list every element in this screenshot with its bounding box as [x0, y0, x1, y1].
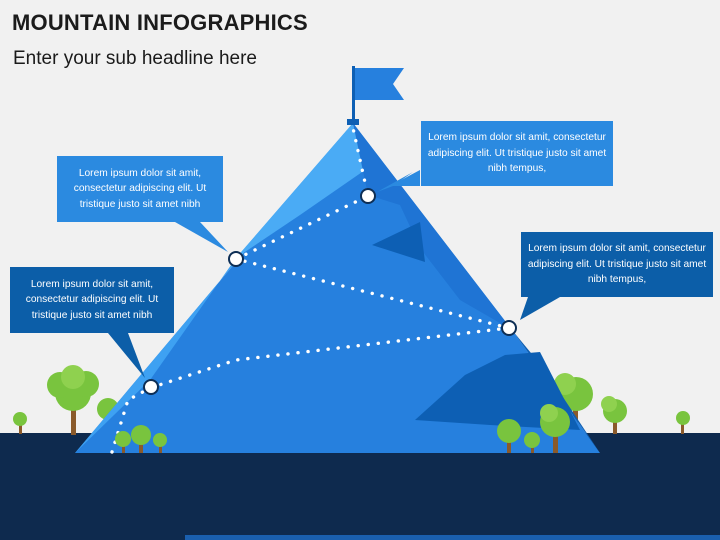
milestone-marker-icon — [228, 251, 244, 267]
mountain-right-edge — [512, 330, 600, 453]
tree-icon — [676, 411, 690, 434]
callout-pointer — [377, 172, 413, 192]
milestone-marker-icon — [501, 320, 517, 336]
callout-text-3: Lorem ipsum dolor sit amit, consectetur … — [427, 132, 607, 175]
callout-pointer — [175, 222, 228, 252]
slide-subtitle: Enter your sub headline here — [13, 48, 257, 69]
tree-icon — [524, 432, 540, 453]
mountain-body — [75, 123, 600, 453]
tree-icon — [153, 433, 167, 453]
callout-box-3: Lorem ipsum dolor sit amit, consectetur … — [421, 121, 613, 186]
milestone-marker-icon — [360, 188, 376, 204]
callout-pointer — [390, 170, 420, 186]
slide-title: MOUNTAIN INFOGRAPHICS — [12, 10, 308, 35]
callout-text-4: Lorem ipsum dolor sit amit, consectetur … — [527, 243, 707, 286]
tree-icon — [554, 373, 593, 434]
mountain-ridge-shadow — [353, 123, 512, 330]
ground-highlight — [185, 535, 720, 540]
callout-text-1: Lorem ipsum dolor sit amit, consectetur … — [25, 278, 159, 321]
callout-pointer — [520, 297, 560, 320]
callout-text-2: Lorem ipsum dolor sit amit, consectetur … — [73, 167, 207, 210]
tree-icon — [601, 396, 627, 434]
tree-icon — [497, 419, 521, 453]
tree-icon — [115, 431, 131, 453]
mountain-crevice — [372, 222, 425, 262]
callout-pointer — [108, 333, 145, 378]
tree-icon — [13, 412, 27, 434]
flag-icon — [347, 66, 404, 125]
tree-icon — [47, 365, 99, 435]
mountain-shadow — [415, 352, 580, 430]
ascent-path — [110, 126, 510, 454]
callout-box-1: Lorem ipsum dolor sit amit, consectetur … — [10, 267, 174, 333]
callout-box-4: Lorem ipsum dolor sit amit, consectetur … — [521, 232, 713, 297]
callout-box-2: Lorem ipsum dolor sit amit, consectetur … — [57, 156, 223, 222]
milestone-marker-icon — [143, 379, 159, 395]
tree-icon — [131, 425, 151, 453]
mountain-peak-face — [236, 123, 365, 258]
tree-icon — [540, 404, 570, 453]
